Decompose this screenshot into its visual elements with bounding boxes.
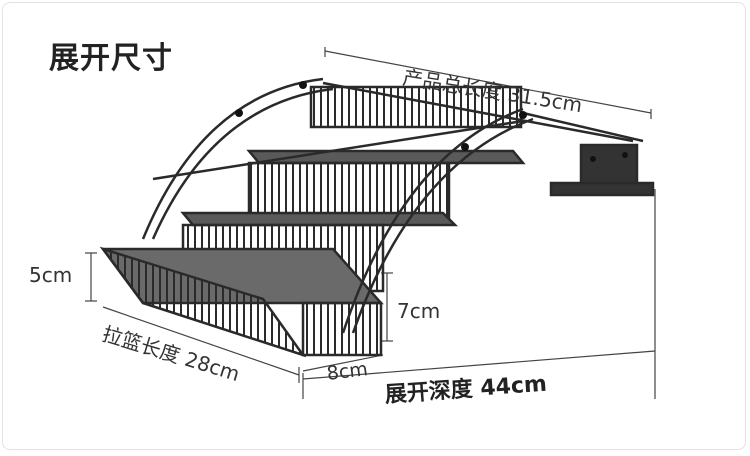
step-depth-label: 8cm — [325, 358, 370, 385]
spice-rack-illustration — [85, 47, 656, 399]
product-image: 展开尺寸 产品总长度 31.5cm 5cm 7cm 8cm 拉篮长度 28cm … — [2, 2, 746, 450]
step-height-label: 7cm — [397, 299, 441, 323]
dimension-lines — [85, 47, 656, 399]
page-title: 展开尺寸 — [49, 41, 173, 76]
basket-height-label: 5cm — [29, 263, 73, 287]
rivets — [235, 81, 628, 162]
rack-frame — [99, 77, 655, 358]
